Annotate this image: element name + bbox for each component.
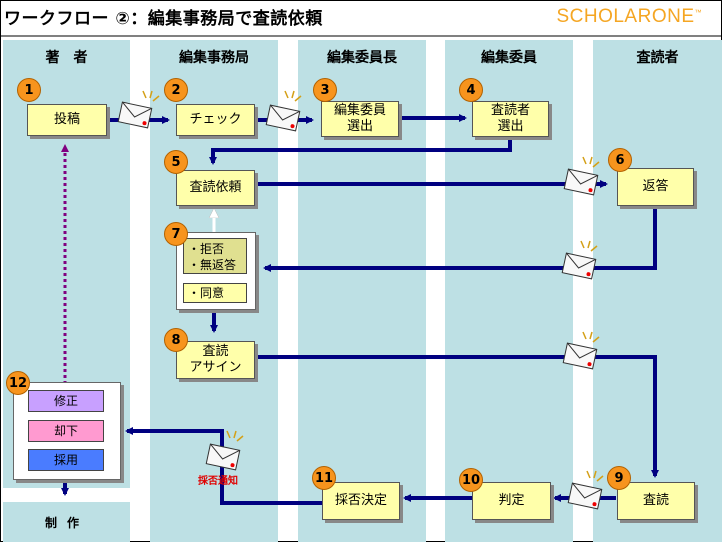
- option-no-reply: ・無返答: [188, 258, 237, 272]
- arrow-4-to-5: [209, 135, 512, 165]
- option-accept-paper: 採用: [28, 449, 104, 471]
- step-editor-selection: 編集委員 選出: [321, 101, 399, 137]
- step-number-9: 9: [607, 466, 631, 490]
- step-review: 査読: [617, 482, 695, 520]
- column-header-editor-in-chief: 編集委員長: [327, 50, 397, 66]
- step-number-7: 7: [164, 222, 188, 246]
- option-revise: 修正: [28, 390, 104, 412]
- step-judgement: 判定: [472, 482, 551, 520]
- step-review-assign: 査読 アサイン: [176, 341, 255, 379]
- brand-name: SCHOLARONE: [556, 6, 695, 27]
- column-header-author: 著 者: [45, 50, 88, 66]
- column-header-editorial-office: 編集事務局: [179, 50, 249, 66]
- step-number-12: 12: [6, 371, 30, 395]
- step-check: チェック: [176, 104, 255, 136]
- step-label: チェック: [189, 112, 242, 127]
- step-label: 査読依頼: [189, 180, 242, 195]
- step-label-line2: 選出: [346, 119, 373, 134]
- decision-options-panel: 修正 却下 採用: [13, 382, 121, 480]
- step-number-2: 2: [164, 78, 188, 102]
- step-reviewer-selection: 査読者 選出: [472, 101, 549, 137]
- step-label-line1: 編集委員: [333, 103, 386, 118]
- step-label-line1: 査読者: [490, 103, 530, 118]
- option-decline: ・拒否: [188, 242, 225, 256]
- arrow-8-to-9: [253, 355, 659, 478]
- option-accept-label: ・同意: [188, 286, 225, 300]
- step-label: 返答: [642, 179, 669, 194]
- step-number-8: 8: [164, 328, 188, 352]
- step-label: 査読: [642, 493, 669, 508]
- brand-logo: SCHOLARONE™: [556, 6, 702, 28]
- step-number-6: 6: [608, 148, 632, 172]
- step-label-line1: 査読: [202, 344, 229, 359]
- page-title: ワークフロー ②：編集事務局で査読依頼: [4, 9, 323, 29]
- step-label-line2: 選出: [497, 119, 524, 134]
- step-number-1: 1: [17, 78, 41, 102]
- arrow-6-to-7: [263, 205, 657, 272]
- lane-reviewer: [593, 40, 722, 542]
- step-number-11: 11: [312, 466, 336, 490]
- option-accept: ・同意: [183, 283, 247, 303]
- step-label-line2: アサイン: [189, 360, 242, 375]
- column-header-editor: 編集委員: [481, 50, 537, 66]
- decision-notice-label: 採否通知: [198, 476, 238, 487]
- step-submission: 投稿: [27, 104, 107, 136]
- step-decision: 採否決定: [322, 482, 400, 520]
- production-label: 制作: [45, 516, 90, 530]
- column-header-reviewer: 査読者: [636, 50, 679, 66]
- step-review-request: 査読依頼: [176, 170, 255, 206]
- step-label: 採否決定: [334, 493, 387, 508]
- brand-trademark: ™: [694, 9, 702, 17]
- step-label: 投稿: [53, 112, 80, 127]
- step-number-5: 5: [164, 150, 188, 174]
- step-response: 返答: [617, 168, 694, 206]
- option-reject: 却下: [28, 420, 104, 442]
- step-label: 判定: [498, 493, 525, 508]
- step-number-4: 4: [459, 78, 483, 102]
- step-number-3: 3: [313, 78, 337, 102]
- response-options-panel: ・拒否 ・無返答 ・同意: [176, 232, 256, 310]
- option-decline-or-no-reply: ・拒否 ・無返答: [183, 238, 247, 274]
- step-number-10: 10: [459, 468, 483, 492]
- flow-arrows: [61, 114, 659, 505]
